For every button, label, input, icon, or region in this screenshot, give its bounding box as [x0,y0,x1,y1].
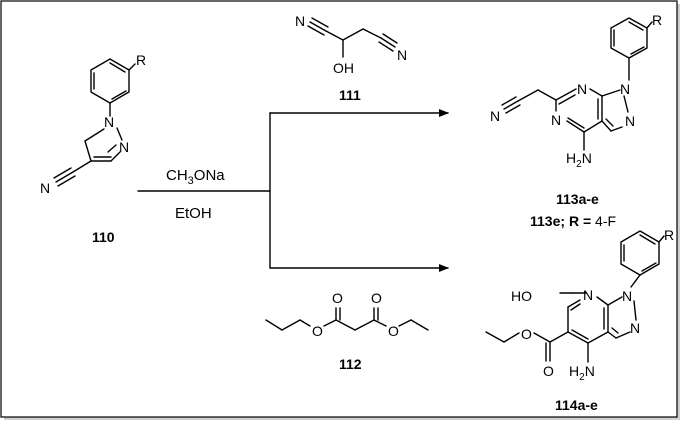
atom-o-ester-114: O [521,326,532,342]
atom-n-c-114: N [630,320,640,336]
phenyl-ring-113 [610,17,648,59]
atom-n-b-113: N [620,81,630,97]
condition-base: CH3ONa [166,167,225,187]
reaction-conditions: CH3ONa EtOH [137,109,449,272]
label-114: 114a-e [555,397,598,413]
atom-n1-110: N [104,114,114,130]
atom-n-b-114: N [622,288,632,304]
compound-110: N N N R [40,52,146,196]
phenyl-ring-110 [90,58,130,104]
atom-n-c-113: N [625,113,635,129]
atom-nh2-113: H2N [566,150,592,170]
phenyl-ring-114 [620,230,660,276]
atom-n-d-113: N [551,112,561,128]
atom-o4-112: O [388,323,399,339]
compound-114: HO N N N O O H2N R [485,227,674,383]
compound-111: N N OH [295,13,407,76]
atom-n-nitrile-113: N [490,108,500,124]
label-113: 113a-e [556,191,599,207]
label-112: 112 [339,356,362,372]
scheme-border [0,0,678,418]
atom-o3-112: O [371,290,382,306]
atom-oh-111: OH [333,60,354,76]
atom-o2-112: O [332,290,343,306]
atom-n-a-113: N [577,81,587,97]
atom-n-a-114: N [583,287,593,303]
atom-n-right-111: N [397,47,407,63]
atom-r-110: R [136,52,146,68]
compound-112: O O O O [265,290,429,339]
label-111: 111 [339,87,361,103]
atom-r-113: R [652,12,662,28]
atom-nh2-114: H2N [569,363,595,383]
compound-113: N N N N N H2N R [490,12,662,170]
atom-o-carbonyl-114: O [543,363,554,379]
atom-o1-112: O [312,323,323,339]
note-113e: 113e; R = 4-F [530,213,616,229]
label-110: 110 [92,229,115,245]
atom-n2-110: N [119,139,129,155]
atom-n-nitrile-110: N [40,180,50,196]
atom-ho-114: HO [511,288,532,304]
condition-solvent: EtOH [175,205,212,222]
atom-r-114: R [664,227,674,243]
atom-n-left-111: N [295,13,305,29]
